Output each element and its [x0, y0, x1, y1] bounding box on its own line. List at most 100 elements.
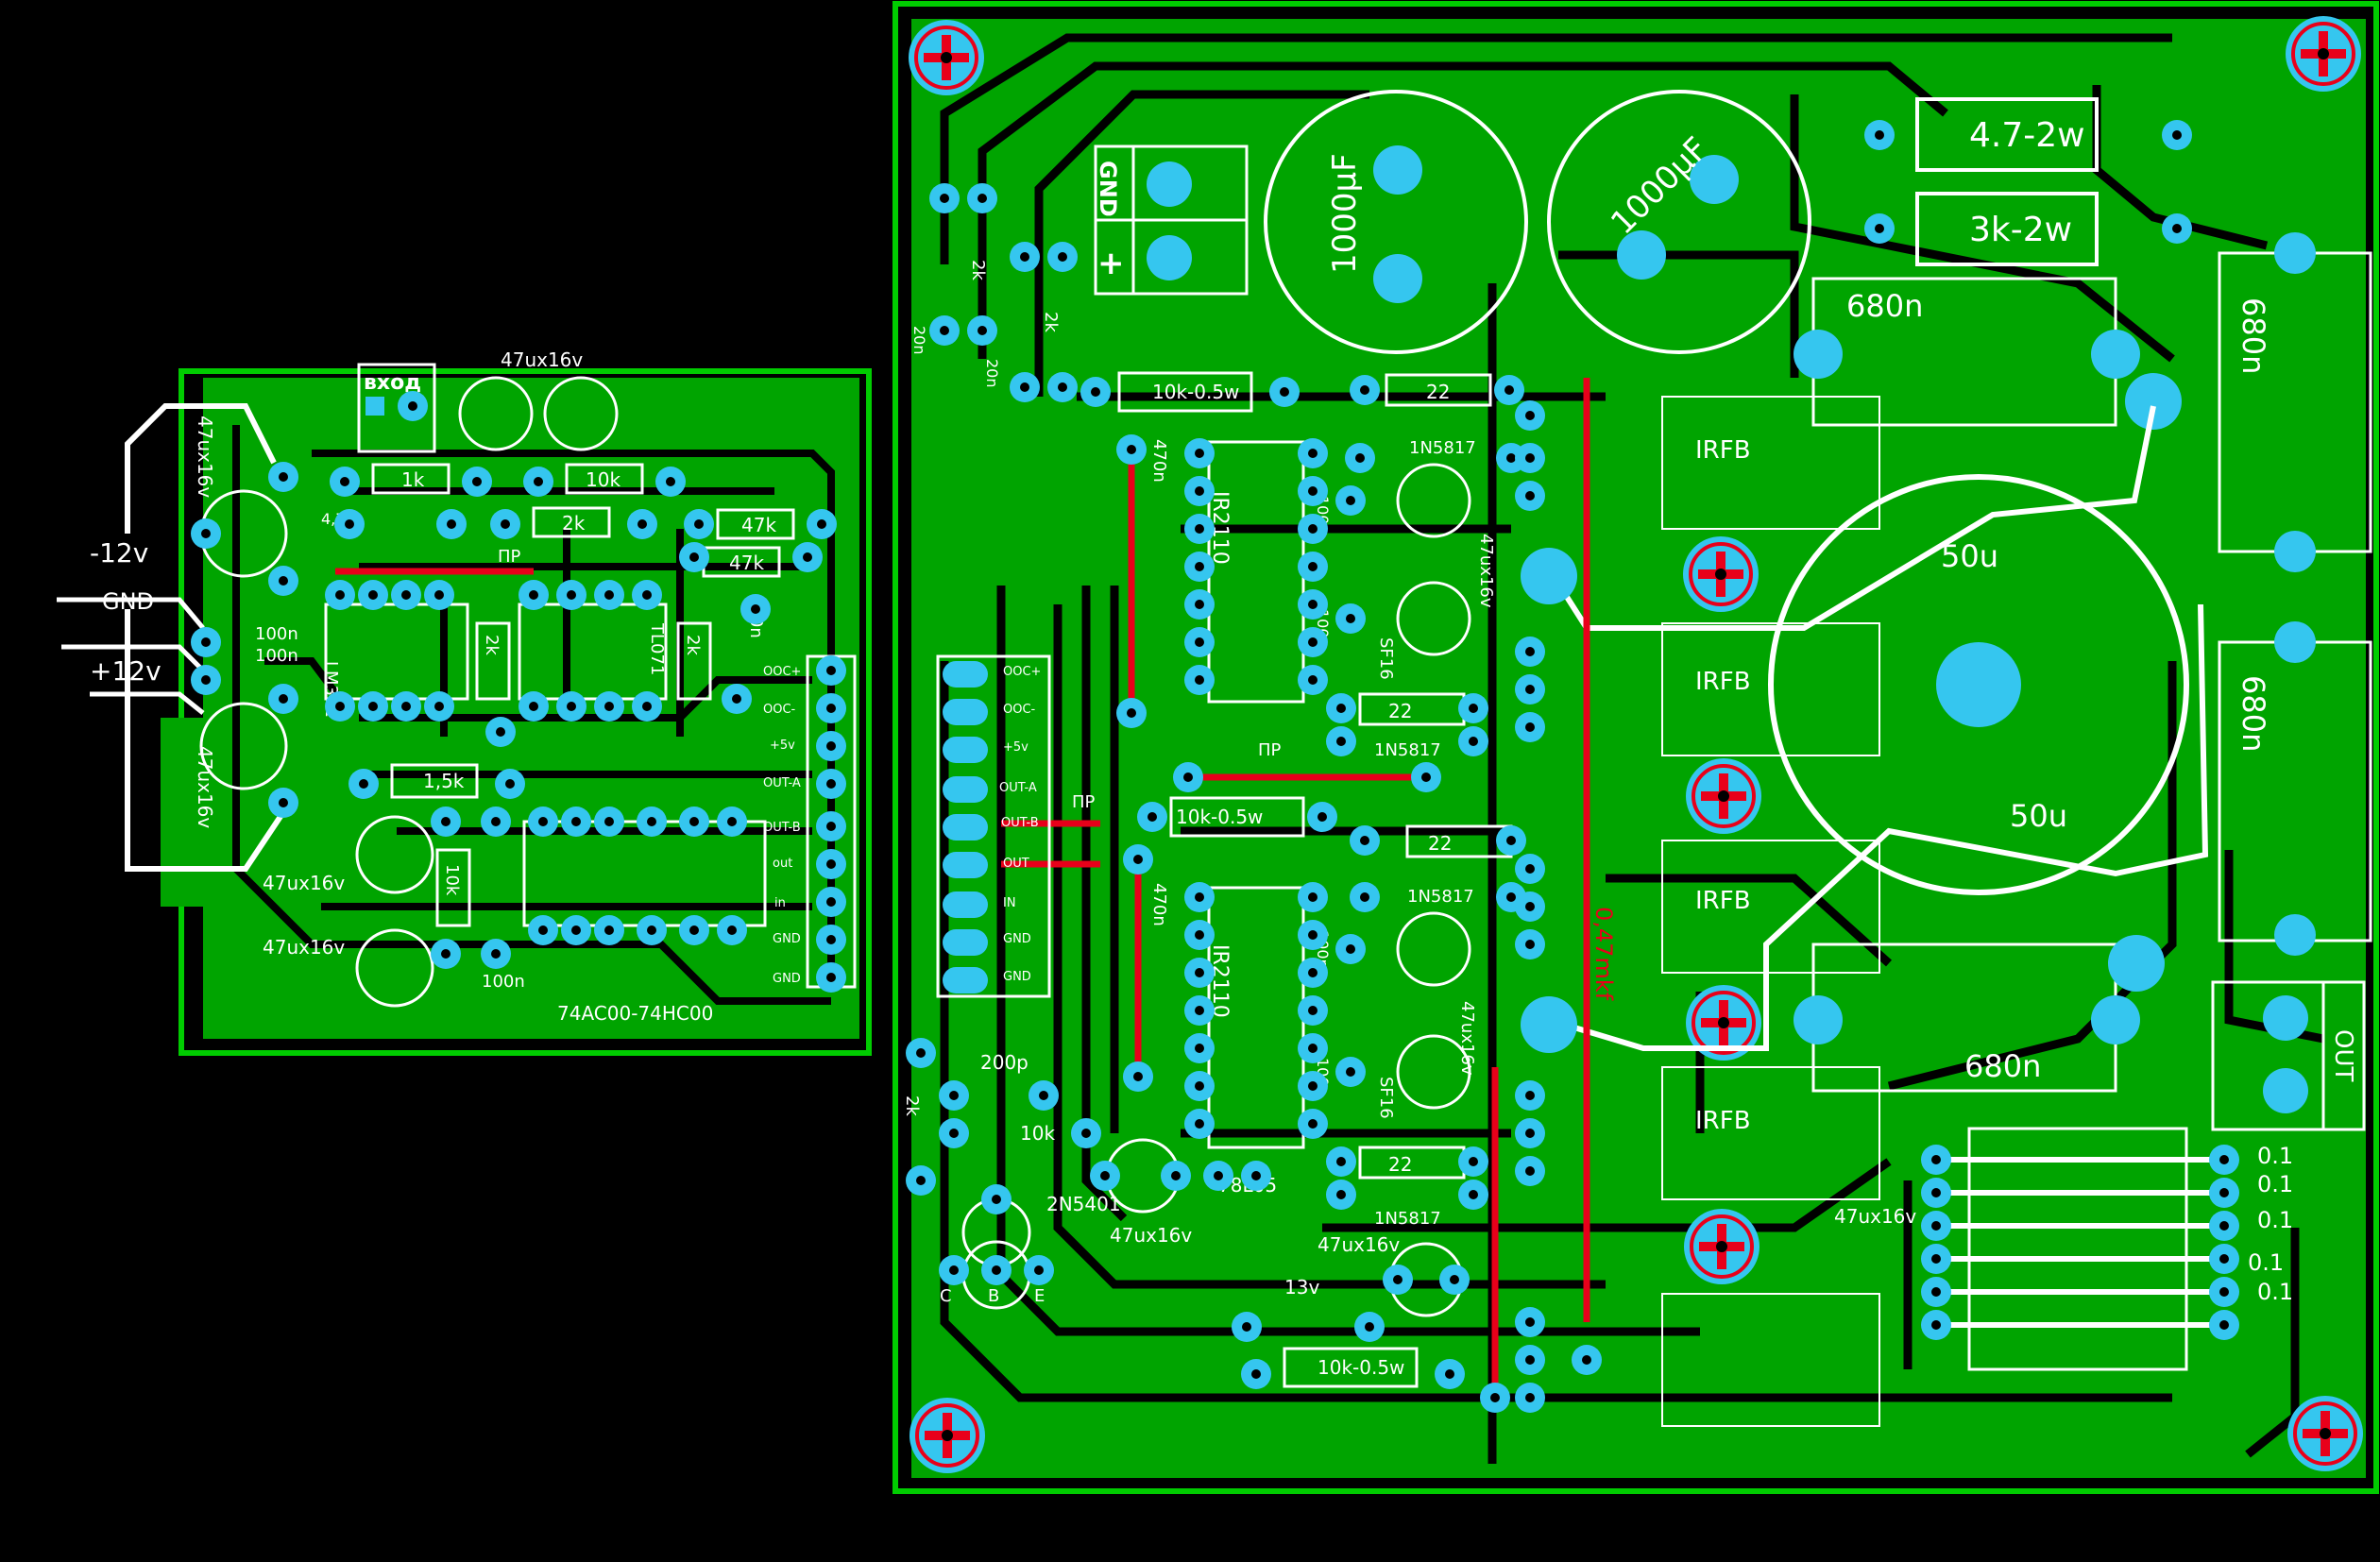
main-board: GND + 1000µF 1000µF 4.7-2w 3k-2w 680n 68… [892, 1, 2379, 1494]
cap-label-left2: 47uх16v [194, 746, 216, 828]
zener-13v: 13v [1284, 1276, 1319, 1299]
ecap-2: 47uх16v [1457, 1001, 1477, 1076]
conn-out-b: OUT-B [1001, 816, 1039, 830]
ecap-4: 47uх16v [1318, 1233, 1400, 1256]
conn-ooc-minus: OOC- [763, 703, 796, 717]
conn-in: in [774, 896, 786, 910]
cap-label-left1: 47uх16v [194, 416, 216, 498]
shunt-1: 0.1 [2257, 1143, 2293, 1169]
res-22-4: 22 [1388, 1153, 1412, 1176]
res-2k-a: 2k [968, 260, 988, 280]
res-1k: 1k [401, 468, 425, 491]
terminal-gnd: GND [1095, 161, 1121, 217]
mosfet-2: IRFB [1695, 668, 1751, 696]
conn-ooc-minus: OOC- [1003, 703, 1036, 717]
res-10k-b: 10k [442, 864, 462, 896]
res-2k-c: 2k [683, 635, 703, 655]
cap-20n-a: 20n [910, 326, 928, 355]
diode-1: 1N5817 [1409, 438, 1476, 458]
ic-tl071: TL071 [647, 622, 667, 675]
small-board: -12v GND +12v вход 47uх16v 47uх16v 47uх1… [57, 348, 872, 1056]
shunt-2: 0.1 [2257, 1171, 2293, 1197]
jumper-label-1: ПР [1072, 792, 1096, 812]
ecap-5: 47uх16v [1834, 1205, 1916, 1228]
res-10k05-1: 10k-0.5w [1152, 381, 1239, 403]
shunt-4: 0.1 [2248, 1249, 2284, 1276]
conn-out: OUT [1003, 857, 1029, 871]
conn-out: out [773, 857, 792, 871]
cap-200p: 200p [980, 1051, 1028, 1074]
res-2k-c: 2k [902, 1095, 922, 1116]
conn-5v: +5v [1003, 740, 1028, 755]
shunt-5: 0.1 [2257, 1279, 2293, 1305]
big-cap-label-1: 1000µF [1326, 153, 1364, 274]
res-22-1: 22 [1426, 381, 1450, 403]
conn-in: IN [1003, 896, 1016, 910]
conn-gnd-b: GND [773, 972, 801, 986]
transistor-2n5401: 2N5401 [1046, 1193, 1121, 1215]
terminal-plus: + [1097, 245, 1125, 282]
film-cap-1: 680n [1846, 288, 1923, 324]
transistor-pin-e: E [1034, 1286, 1045, 1306]
cap-label-mid2: 47uх16v [263, 936, 345, 959]
res-47k-b: 47k [729, 552, 764, 574]
inductor-2: 50u [2010, 798, 2067, 834]
mosfet-4: IRFB [1695, 1107, 1751, 1135]
diode-4: 1N5817 [1374, 1209, 1441, 1229]
conn-gnd-b: GND [1003, 970, 1031, 984]
cap-470n-b: 470n [1149, 883, 1169, 926]
power-res-2: 3k-2w [1969, 211, 2072, 249]
mosfet-1: IRFB [1695, 436, 1751, 465]
cap-label-mid1: 47uх16v [263, 872, 345, 894]
conn-gnd-a: GND [773, 932, 801, 946]
mosfet-3: IRFB [1695, 887, 1751, 915]
out-label: OUT [2329, 1029, 2357, 1081]
shunt-3: 0.1 [2257, 1207, 2293, 1233]
cap-100n-d: 100n [482, 972, 525, 992]
res-2k-a: 2k [562, 512, 586, 535]
film-cap-2: 680n [1964, 1048, 2041, 1084]
res-10k05-2: 10k-0.5w [1176, 806, 1263, 828]
logic-ic-label: 74AC00-74HC00 [557, 1002, 713, 1025]
film-cap-3: 680n [2236, 297, 2271, 374]
label-minus12v: -12v [90, 537, 148, 569]
conn-ooc-plus: OOC+ [1003, 665, 1041, 679]
res-2k-b: 2k [1041, 312, 1061, 332]
sf16-1: SF16 [1376, 637, 1396, 680]
ecap-3: 47uх16v [1110, 1224, 1192, 1247]
label-gnd: GND [102, 588, 154, 615]
diode-3: 1N5817 [1407, 887, 1474, 907]
label-plus12v: +12v [90, 655, 162, 687]
cap-470n-a: 470n [1149, 439, 1169, 483]
res-1-5k: 1,5k [423, 770, 465, 792]
conn-out-a: OUT-A [999, 781, 1037, 795]
res-10k05-3: 10k-0.5w [1318, 1356, 1404, 1379]
cap-100n-a: 100n [255, 624, 298, 644]
transistor-pin-b: B [988, 1286, 999, 1306]
conn-ooc-plus: OOC+ [763, 665, 801, 679]
cap-100n-b: 100n [255, 646, 298, 666]
film-cap-4: 680n [2236, 675, 2271, 752]
conn-out-a: OUT-A [763, 776, 801, 790]
sf16-2: SF16 [1376, 1077, 1396, 1119]
cap-20n-b: 20n [983, 359, 1001, 388]
conn-5v: +5v [770, 739, 795, 753]
res-10k: 10k [586, 468, 620, 491]
power-res-1: 4.7-2w [1969, 116, 2085, 155]
conn-out-b: OUT-B [763, 821, 801, 835]
cap-label-top: 47uх16v [501, 348, 583, 371]
red-note: 0,47mkf [1590, 907, 1617, 1001]
res-22-3: 22 [1428, 832, 1452, 855]
res-2k-b: 2k [482, 635, 502, 655]
jumper-label-2: ПР [1258, 740, 1282, 760]
ecap-1: 47uх16v [1476, 534, 1496, 608]
inductor-1: 50u [1941, 538, 1998, 574]
res-47k-a: 47k [741, 514, 776, 536]
conn-gnd-a: GND [1003, 932, 1031, 946]
input-connector-label: вход [364, 371, 421, 395]
res-10k: 10k [1020, 1122, 1055, 1145]
res-22-2: 22 [1388, 700, 1412, 722]
transistor-pin-c: C [940, 1286, 952, 1306]
diode-2: 1N5817 [1374, 740, 1441, 760]
